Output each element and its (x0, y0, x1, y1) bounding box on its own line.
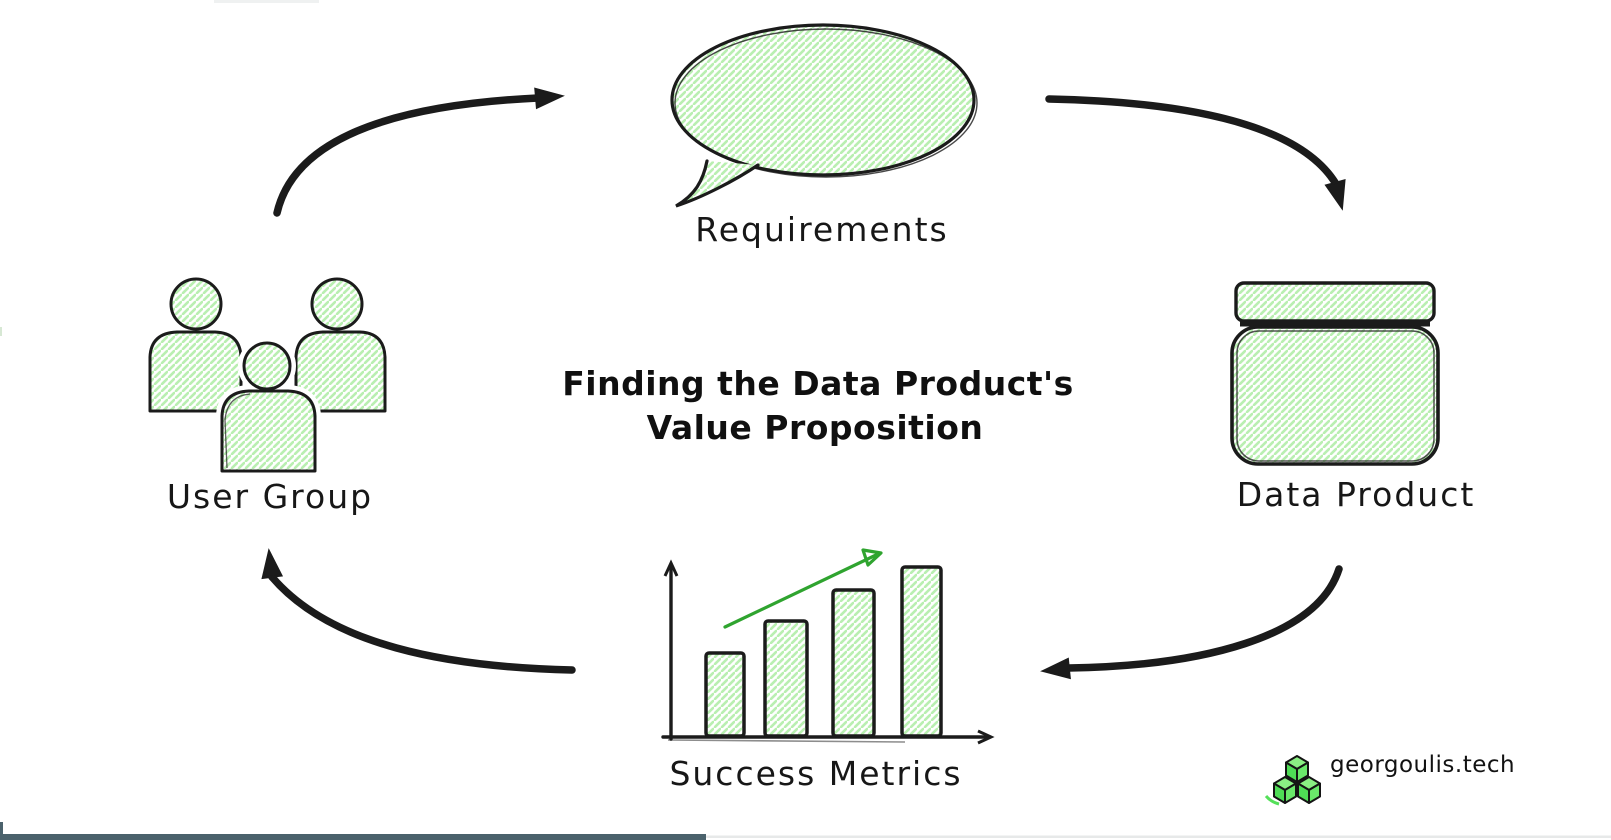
trend-arrow-icon (723, 548, 883, 629)
left-edge-artifact (0, 327, 2, 336)
arrow-successmetrics-to-usergroup (261, 548, 576, 674)
footer-bar (0, 834, 706, 840)
footer-bar-light (706, 835, 1611, 838)
branding-text: georgoulis.tech (1330, 752, 1516, 778)
storage-box-icon (1230, 281, 1440, 466)
x-axis-arrowhead-icon (977, 729, 995, 745)
top-edge-artifact (214, 0, 319, 3)
bar (900, 565, 943, 738)
bar (763, 619, 809, 738)
arrow-dataproduct-to-successmetrics (1040, 565, 1343, 680)
data-product-label: Data Product (1236, 475, 1476, 514)
arrow-usergroup-to-requirements (273, 87, 565, 217)
user-group-icon (148, 277, 387, 477)
user-group-label: User Group (166, 477, 374, 516)
bar-chart-bars (704, 565, 943, 738)
bar (831, 588, 876, 738)
diagram-title-line1: Finding the Data Product's (562, 364, 1074, 403)
diagram-title-line2: Value Proposition (646, 408, 984, 447)
requirements-label: Requirements (695, 210, 949, 249)
y-axis-arrowhead-icon (663, 559, 679, 577)
cubes-logo-icon (1264, 755, 1321, 806)
success-metrics-label: Success Metrics (669, 754, 963, 793)
arrow-requirements-to-dataproduct (1045, 95, 1346, 211)
bar (704, 651, 746, 738)
bar-chart-icon (661, 548, 995, 745)
footer-bar-corner (0, 822, 3, 840)
speech-bubble-icon (670, 23, 978, 208)
